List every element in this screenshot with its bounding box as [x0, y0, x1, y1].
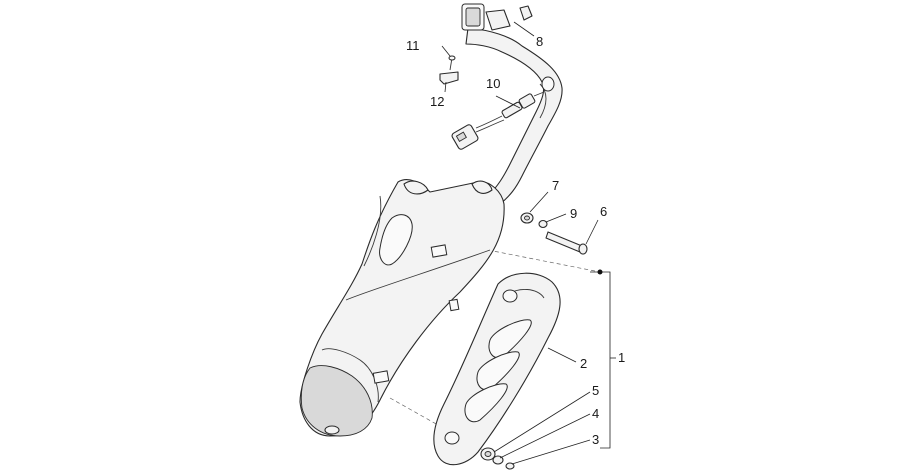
callout-6: 6	[600, 204, 607, 219]
callout-2: 2	[580, 356, 587, 371]
muffler-body	[299, 179, 505, 437]
callout-9: 9	[570, 206, 577, 221]
callout-3: 3	[592, 432, 599, 447]
callout-10: 10	[486, 76, 500, 91]
leader-lines	[441, 21, 616, 465]
callout-7: 7	[552, 178, 559, 193]
callout-8: 8	[536, 34, 543, 49]
callout-12: 12	[430, 94, 444, 109]
callout-4: 4	[592, 406, 599, 421]
callout-5: 5	[592, 383, 599, 398]
callout-1: 1	[618, 350, 625, 365]
heat-shield	[433, 272, 561, 466]
callout-11: 11	[406, 38, 420, 53]
exhaust-header-pipe	[461, 3, 563, 205]
mounting-hardware-upper	[520, 212, 588, 255]
callout-labels: 1 2 3 4 5 6 7 8 9 10 11 12	[406, 34, 625, 447]
mounting-hardware-lower	[480, 447, 515, 470]
screw-and-bracket	[439, 55, 459, 85]
pipe-clip	[519, 5, 533, 21]
